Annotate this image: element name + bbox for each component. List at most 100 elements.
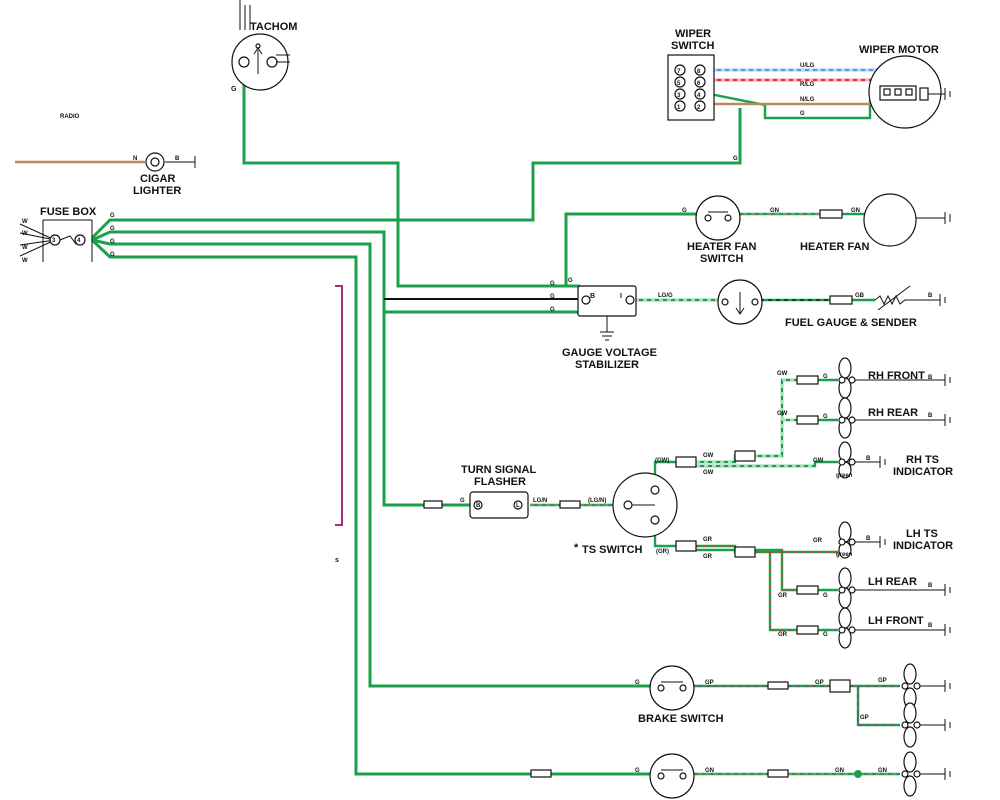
wire-label: (GW) <box>655 458 669 464</box>
wire-label: G <box>550 294 555 300</box>
reverse-switch[interactable] <box>649 753 695 799</box>
wire-label: G <box>682 208 687 214</box>
term: 3 <box>677 93 681 99</box>
lamp-lh-front <box>796 607 951 649</box>
wire-label: GW <box>703 453 714 459</box>
wire-label: GN <box>835 768 844 774</box>
wire-fuse-to-turn <box>91 230 470 507</box>
wire-wiper-g <box>699 90 872 120</box>
label-lh-ts-1: LH TS <box>906 528 938 540</box>
wire-label: G <box>110 213 115 219</box>
wire-label: N/LG <box>800 97 815 103</box>
wire-label: B <box>928 583 933 589</box>
wire-label: GR <box>778 593 788 599</box>
heater-fan-switch[interactable] <box>695 195 741 241</box>
label-fuse-box: FUSE BOX <box>40 206 97 218</box>
wire-label: W <box>22 245 28 251</box>
heater-connector <box>819 209 843 219</box>
label-lh-rear: LH REAR <box>868 576 917 588</box>
label-ts-switch: TS SWITCH <box>582 544 643 556</box>
term: B <box>476 503 481 509</box>
brake-switch[interactable] <box>649 665 695 711</box>
label-flasher-2: FLASHER <box>474 476 526 488</box>
wire-label: G <box>635 768 640 774</box>
wiper-motor <box>868 55 951 129</box>
wire-label: GP <box>815 680 824 686</box>
wire-label: W <box>22 231 28 237</box>
term: B <box>590 293 595 300</box>
label-wiper-motor: WIPER MOTOR <box>859 44 939 56</box>
wire-label: G <box>823 593 828 599</box>
purple-bracket <box>335 285 343 526</box>
wire-label: W <box>22 219 28 225</box>
gauge-voltage-stabilizer <box>577 285 637 341</box>
wire-label: GR <box>778 632 788 638</box>
label-wiper-switch-2: SWITCH <box>671 40 714 52</box>
term: 8 <box>697 69 701 75</box>
lamp-brake-2 <box>901 702 951 748</box>
term: I <box>620 293 622 300</box>
label-s-truncated: s <box>335 557 339 564</box>
label-lh-ts-2: INDICATOR <box>893 540 953 552</box>
wire-label: GN <box>878 768 887 774</box>
term: 7 <box>677 69 681 75</box>
wire-label: GR <box>813 538 823 544</box>
wire-label: R/LG <box>800 82 815 88</box>
term: 5 <box>677 81 681 87</box>
lamp-rh-front <box>796 357 951 399</box>
wire-label: W <box>22 258 28 264</box>
label-green-lens: green <box>836 473 853 479</box>
wire-label: G <box>823 374 828 380</box>
tachometer-gauge <box>231 0 300 100</box>
heater-fan-motor <box>863 193 917 247</box>
wire-label: G <box>823 414 828 420</box>
wire-label: GW <box>777 411 788 417</box>
wire-fuse-to-reverse <box>90 238 650 776</box>
label-heater-switch-2: SWITCH <box>700 253 743 265</box>
lamp-lh-ts-indicator <box>838 521 886 559</box>
wire-label: GW <box>703 470 714 476</box>
wire-label: G <box>460 498 465 504</box>
label-heater-switch-1: HEATER FAN <box>687 241 757 253</box>
term: 4 <box>77 238 81 244</box>
wire-label: GN <box>851 208 860 214</box>
wire-label: (GR) <box>656 549 669 555</box>
wire-u-lg <box>705 68 882 86</box>
wire-label: B <box>928 293 933 299</box>
label-wiper-switch-1: WIPER <box>675 28 711 40</box>
turn-signal-flasher <box>469 491 529 519</box>
label-stabilizer-2: STABILIZER <box>575 359 639 371</box>
wire-label: GN <box>705 768 714 774</box>
label-heater-fan: HEATER FAN <box>800 241 870 253</box>
lamp-rh-rear <box>796 397 951 439</box>
wire-label: GN <box>770 208 779 214</box>
term: 1 <box>677 105 681 111</box>
wire-label: G <box>110 239 115 245</box>
term: 4 <box>697 93 701 99</box>
wire-label: B <box>866 536 871 542</box>
wire-label: G <box>733 156 738 162</box>
label-flasher-1: TURN SIGNAL <box>461 464 536 476</box>
label-brake-switch: BRAKE SWITCH <box>638 713 724 725</box>
cigar-lighter <box>145 152 165 172</box>
wire-tacho-feed <box>242 78 580 288</box>
term: 3 <box>52 238 56 244</box>
wire-label: G <box>110 252 115 258</box>
lamp-rh-ts-indicator <box>838 441 886 479</box>
wire-label: GP <box>878 678 887 684</box>
wire-label: LG/G <box>658 293 673 299</box>
wire-label: B <box>866 456 871 462</box>
term: 6 <box>697 81 701 87</box>
fuel-connector <box>829 295 853 305</box>
ts-switch[interactable] <box>612 472 678 538</box>
wire-label: B <box>928 623 933 629</box>
lamp-lh-rear <box>796 567 951 609</box>
wire-label: B <box>928 413 933 419</box>
wire-label: GR <box>703 537 713 543</box>
wire-label: G <box>800 111 805 117</box>
wire-label: GB <box>855 293 865 299</box>
wiper-switch[interactable] <box>667 54 715 121</box>
label-rh-ts-2: INDICATOR <box>893 466 953 478</box>
